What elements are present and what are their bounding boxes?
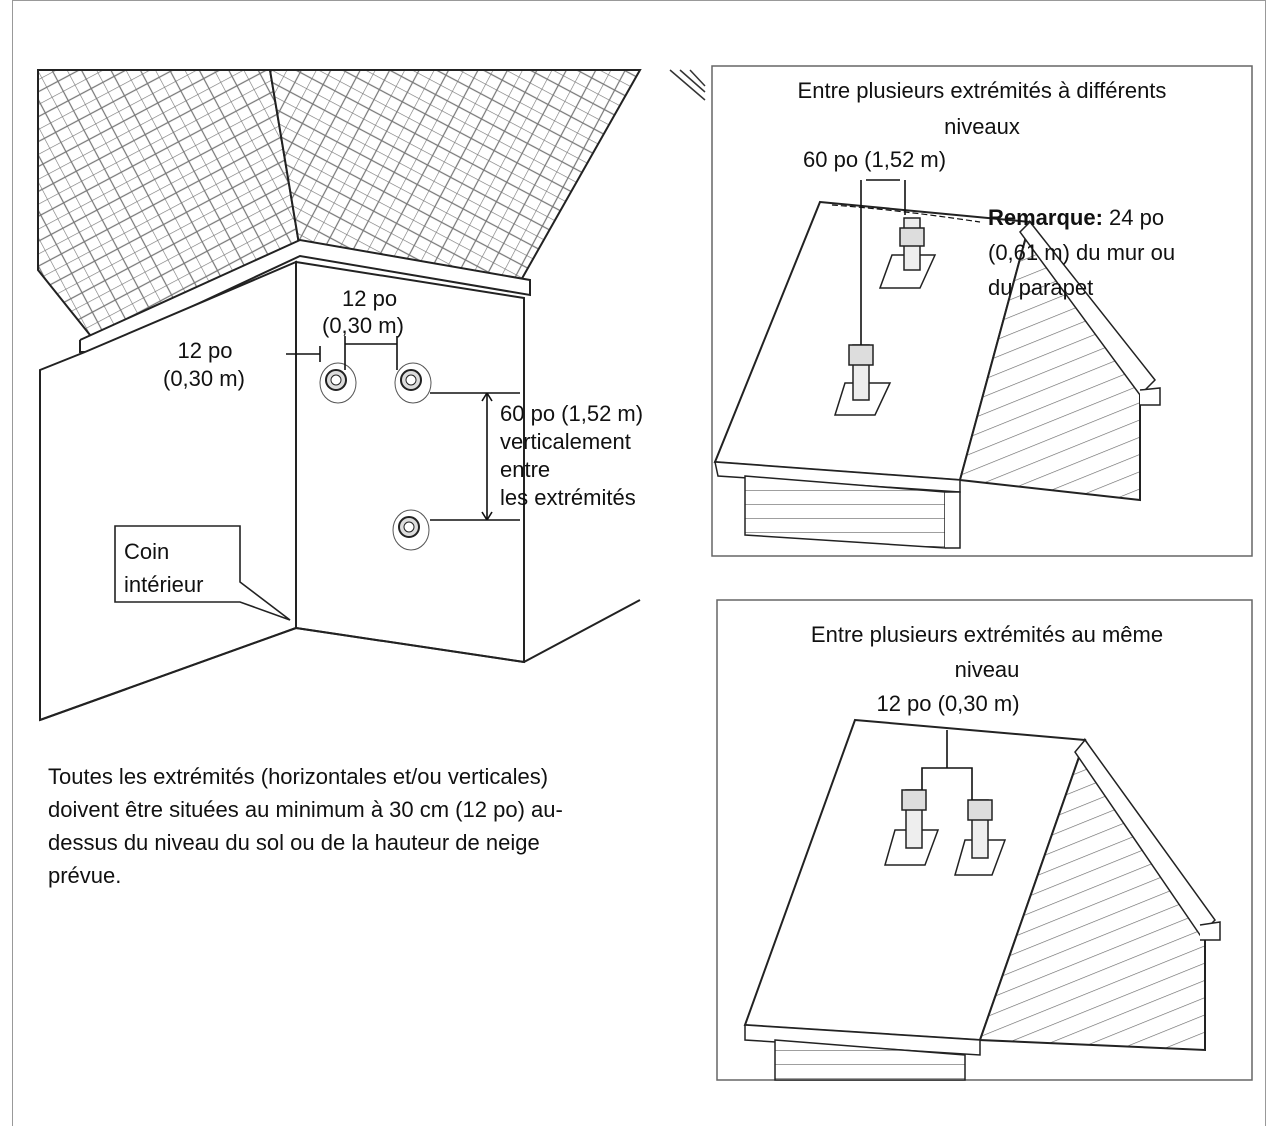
panel-top-note-line-2: (0,61 m) du mur ou (988, 240, 1175, 265)
dim-left-label-1: 12 po (177, 338, 232, 363)
callout-label-2: intérieur (124, 572, 203, 597)
panel-top-note-line-3: du parapet (988, 275, 1093, 300)
dim-vertical-label-1: 60 po (1,52 m) (500, 401, 643, 426)
panel-top-dimension: 60 po (1,52 m) (803, 147, 946, 172)
wall-left (39, 260, 297, 722)
wall-termination-1 (319, 362, 357, 404)
dim-vertical-label-4: les extrémités (500, 485, 636, 510)
panel-bottom-title-1: Entre plusieurs extrémités au même (811, 622, 1163, 647)
note-label: Remarque: (988, 205, 1103, 230)
dim-vertical-label-3: entre (500, 457, 550, 482)
clearance-requirement-text: Toutes les extrémités (horizontales et/o… (48, 764, 563, 888)
dim-left-label-2: (0,30 m) (163, 366, 245, 391)
note-value: 24 po (1103, 205, 1164, 230)
dim-top-label-1: 12 po (342, 286, 397, 311)
panel-same-level (716, 599, 1253, 1081)
panel-bottom-title-2: niveau (955, 657, 1020, 682)
inner-corner-callout-box (114, 525, 291, 621)
wall-termination-3 (392, 509, 430, 551)
panel-top-title-2: niveaux (944, 114, 1020, 139)
roof-vent-left (884, 789, 940, 866)
dimension-lines (286, 336, 520, 521)
panel-top-note-line-1: Remarque: 24 po (988, 205, 1164, 230)
wall-termination-2 (394, 362, 432, 404)
roof-vent-right (954, 799, 1007, 876)
panel-different-levels (711, 65, 1253, 557)
panel-bottom-dimension: 12 po (0,30 m) (876, 691, 1019, 716)
callout-label-1: Coin (124, 539, 169, 564)
dim-top-label-2: (0,30 m) (322, 313, 404, 338)
main-house-illustration (37, 69, 706, 722)
dim-vertical-label-2: verticalement (500, 429, 631, 454)
panel-top-title-1: Entre plusieurs extrémités à différents (798, 78, 1167, 103)
roof-vent-high (878, 217, 937, 289)
